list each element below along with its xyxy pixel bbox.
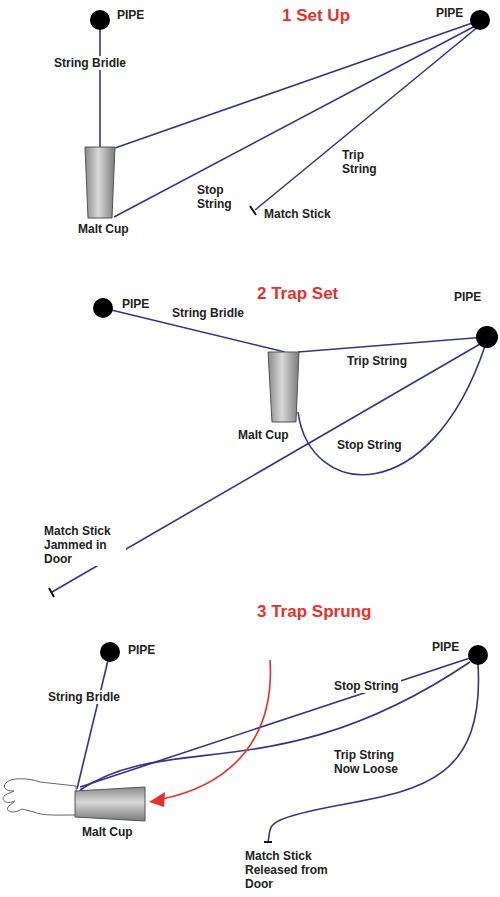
string-line <box>115 21 478 148</box>
part-label: Stop String <box>335 438 404 452</box>
pipe <box>93 298 113 318</box>
hand <box>3 779 76 815</box>
malt-cup <box>75 787 145 821</box>
string-bridle <box>77 652 110 789</box>
part-label: PIPE <box>120 297 151 311</box>
part-label: String Bridle <box>46 690 122 704</box>
motion-arrow <box>162 660 270 799</box>
pipe <box>476 326 498 348</box>
stop-string <box>298 346 485 475</box>
stop-string <box>114 25 477 217</box>
step-heading: 3 Trap Sprung <box>255 602 373 622</box>
part-label: Match Stick Jammed in Door <box>42 524 126 566</box>
part-label: Stop String <box>195 183 243 211</box>
part-label: String Bridle <box>52 56 128 70</box>
trip-string <box>298 337 486 352</box>
pipe <box>90 10 110 30</box>
malt-cup <box>85 147 115 218</box>
string-bridle <box>99 20 101 147</box>
match-stick <box>250 206 256 215</box>
arrow-head <box>149 792 165 807</box>
part-label: Malt Cup <box>76 222 131 236</box>
part-label: PIPE <box>115 8 146 22</box>
pipes <box>90 10 498 665</box>
part-label: Match Stick Released from Door <box>243 849 341 891</box>
part-label: Malt Cup <box>80 825 135 839</box>
stop-string <box>80 656 476 787</box>
part-label: PIPE <box>434 6 465 20</box>
match-stick <box>49 588 54 597</box>
part-label: Trip String <box>340 148 388 176</box>
part-label: PIPE <box>430 640 461 654</box>
strings <box>49 20 487 842</box>
pipe <box>470 10 490 30</box>
trip-string-loose <box>268 664 479 842</box>
pipe <box>468 645 488 665</box>
part-label: Malt Cup <box>236 428 291 442</box>
trip-string <box>255 26 479 210</box>
part-label: Match Stick <box>262 207 333 221</box>
part-label: Trip String <box>345 354 409 368</box>
step-heading: 1 Set Up <box>280 6 352 26</box>
match-stick <box>264 841 272 843</box>
pipe <box>100 642 120 662</box>
part-label: PIPE <box>126 643 157 657</box>
step-heading: 2 Trap Set <box>255 284 340 304</box>
malt-cup <box>268 352 299 422</box>
part-label: Trip String Now Loose <box>332 748 416 776</box>
part-label: String Bridle <box>170 306 246 320</box>
part-label: PIPE <box>452 290 483 304</box>
loose-string <box>80 662 470 790</box>
part-label: Stop String <box>332 679 401 693</box>
